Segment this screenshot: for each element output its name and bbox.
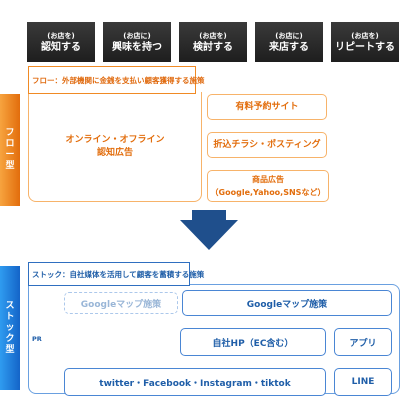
stage-sub-label: (お店に) (275, 31, 303, 40)
app-box: アプリ (334, 328, 392, 356)
flow-side-char: 型 (5, 161, 15, 171)
stock-side-char: ス (5, 300, 15, 311)
stage-sub-label: (お店を) (351, 31, 379, 40)
stage-visit: (お店に) 来店する (255, 22, 323, 62)
stage-sub-label: (お店を) (199, 31, 227, 40)
product-ads-box: 商品広告（Google,Yahoo,SNSなど） (207, 170, 329, 202)
stage-consideration: (お店を) 検討する (179, 22, 247, 62)
stock-side-char: ト (5, 311, 15, 322)
flow-side-char: フ (5, 128, 15, 138)
flow-type-sidebar: フ ロ ー 型 (0, 94, 20, 206)
sns-box: twitter・Facebook・Instagram・tiktok (64, 368, 326, 396)
stage-main-label: リピートする (335, 41, 395, 53)
flow-side-char: ロ (5, 139, 15, 149)
stock-side-char: 型 (5, 344, 15, 355)
flow-awareness-ads-box: オンライン・オフライン 認知広告 (28, 92, 202, 202)
stage-main-label: 来店する (269, 41, 309, 53)
flow-main-line: オンライン・オフライン (65, 134, 165, 145)
paid-reservation-site-box: 有料予約サイト (207, 94, 327, 120)
stage-interest: (お店に) 興味を持つ (103, 22, 171, 62)
flyer-posting-box: 折込チラシ・ポスティング (207, 132, 327, 158)
flow-header-label: フロー：外部機関に金銭を支払い顧客獲得する施策 (28, 66, 205, 94)
stock-side-char: ク (5, 333, 15, 344)
down-arrow-icon (180, 210, 238, 250)
stage-main-label: 検討する (193, 41, 233, 53)
google-maps-faded-box: Googleマップ施策 (64, 292, 178, 314)
stage-main-label: 認知する (41, 41, 81, 53)
stock-type-sidebar: ス ト ッ ク 型 (0, 266, 20, 390)
stock-header-label: ストック：自社媒体を活用して顧客を蓄積する施策 (28, 262, 204, 286)
line-box: LINE (334, 368, 392, 396)
company-hp-box: 自社HP（EC含む） (180, 328, 326, 356)
stage-sub-label: (お店を) (47, 31, 75, 40)
pr-label: PR (32, 335, 42, 343)
stage-main-label: 興味を持つ (112, 41, 162, 53)
stock-side-char: ッ (5, 322, 15, 333)
google-maps-box: Googleマップ施策 (182, 290, 392, 316)
stage-sub-label: (お店に) (123, 31, 151, 40)
flow-main-line: 認知広告 (96, 147, 133, 158)
stage-repeat: (お店を) リピートする (331, 22, 399, 62)
stage-awareness: (お店を) 認知する (27, 22, 95, 62)
flow-side-char: ー (5, 150, 15, 160)
